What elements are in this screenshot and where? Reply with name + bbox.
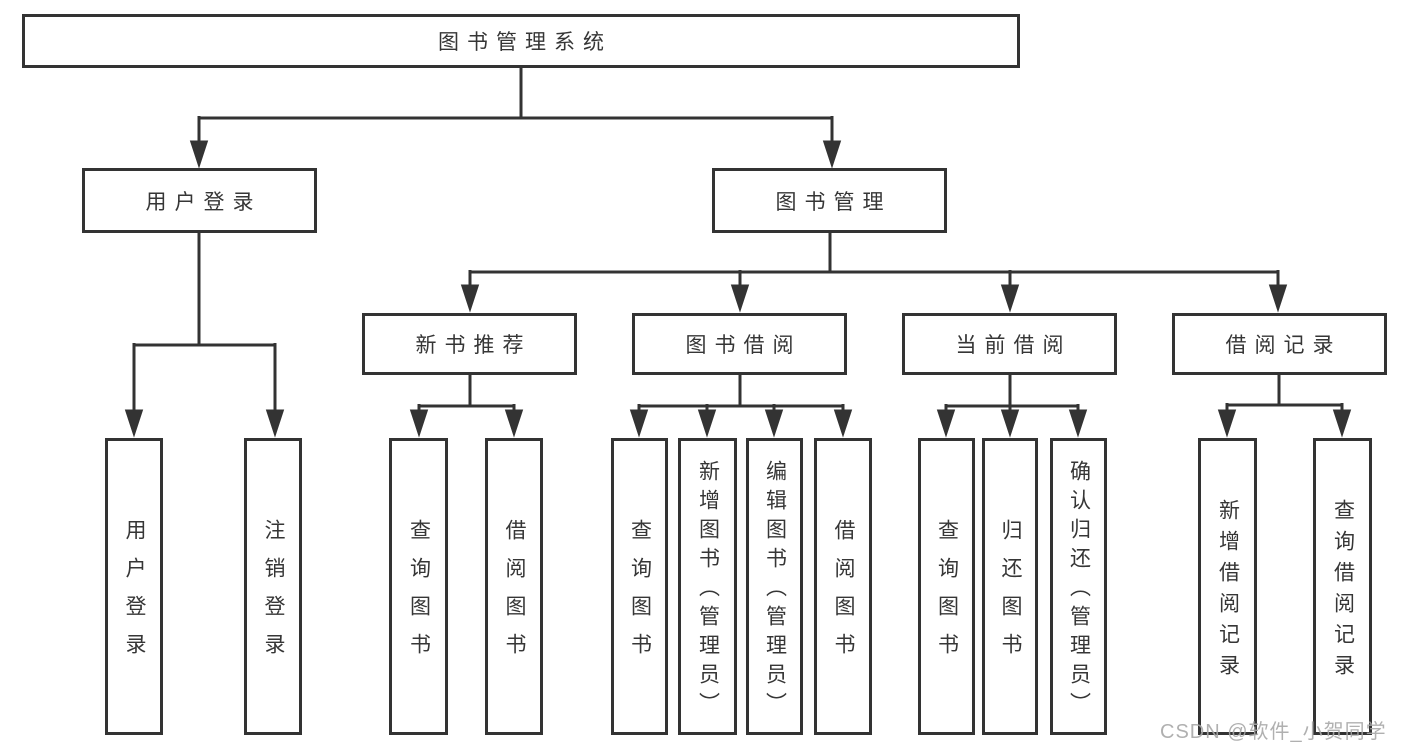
arrow-down-icon [822,140,842,169]
arrow-down-icon [936,409,956,438]
node-label: 借阅记录 [1225,334,1342,357]
node-nb-query-book: 查询图书 [389,438,448,735]
node-bb-edit-book: 编辑图书（管理员） [746,438,803,735]
connector-paths [132,66,1344,414]
node-label: 图书管理 [775,190,892,214]
node-label: 新书推荐 [415,334,532,357]
node-user-login: 用户登录 [82,168,317,233]
node-label: 编辑图书（管理员） [763,460,787,721]
arrow-down-icon [460,284,480,313]
node-nb-borrow-book: 借阅图书 [485,438,543,735]
watermark-text: CSDN @软件_小贺同学 [1160,721,1387,743]
node-label: 查询图书 [628,519,652,671]
node-label: 借阅图书 [832,519,855,671]
arrow-down-icon [1268,284,1288,313]
node-label: 查询图书 [935,519,959,671]
node-cb-return-book: 归还图书 [982,438,1038,735]
node-label: 查询图书 [407,519,431,671]
node-label: 确认归还（管理员） [1067,460,1091,721]
node-logout: 注销登录 [244,438,302,735]
node-bb-add-book: 新增图书（管理员） [678,438,737,735]
arrow-down-icon [189,140,209,169]
node-book-management: 图书管理 [712,168,947,233]
arrow-down-icon [1000,409,1020,438]
arrow-down-icon [764,409,784,438]
node-root: 图书管理系统 [22,14,1020,68]
node-label: 当前借阅 [955,334,1072,357]
node-cb-query-book: 查询图书 [918,438,975,735]
node-label: 归还图书 [999,519,1022,671]
node-br-query-record: 查询借阅记录 [1313,438,1372,735]
node-br-add-record: 新增借阅记录 [1198,438,1257,735]
node-current-borrow: 当前借阅 [902,313,1117,375]
node-label: 查询借阅记录 [1331,498,1355,685]
arrow-down-icon [833,409,853,438]
arrow-down-icon [409,409,429,438]
arrow-down-icon [1332,409,1352,438]
node-label: 新增借阅记录 [1216,498,1240,685]
node-new-book-recommend: 新书推荐 [362,313,577,375]
node-label: 图书借阅 [685,334,802,357]
arrow-down-icon [730,284,750,313]
node-label: 用户登录 [123,519,146,671]
node-label: 用户登录 [145,190,262,214]
node-label: 新增图书（管理员） [696,460,720,721]
arrow-down-icon [629,409,649,438]
arrow-down-icon [1000,284,1020,313]
arrow-down-icon [265,409,285,438]
arrow-down-icon [124,409,144,438]
arrow-down-icon [697,409,717,438]
arrow-down-icon [504,409,524,438]
node-book-borrow: 图书借阅 [632,313,847,375]
arrow-down-icon [1217,409,1237,438]
arrow-down-icon [1068,409,1088,438]
arrowhead-icons [124,140,1352,438]
node-borrow-records: 借阅记录 [1172,313,1387,375]
node-bb-query-book: 查询图书 [611,438,668,735]
node-cb-confirm-return: 确认归还（管理员） [1050,438,1107,735]
node-user-login-leaf: 用户登录 [105,438,163,735]
node-bb-borrow-book: 借阅图书 [814,438,872,735]
node-label: 注销登录 [262,519,285,671]
node-label: 借阅图书 [503,519,526,671]
node-label: 图书管理系统 [438,31,612,54]
